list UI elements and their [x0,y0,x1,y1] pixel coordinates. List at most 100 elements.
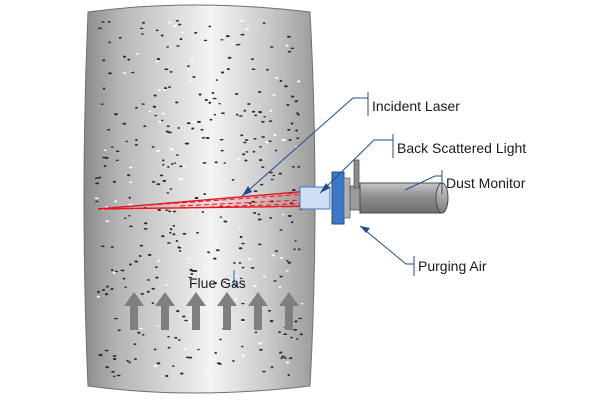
dust-particle [184,319,188,322]
dust-particle [285,44,289,47]
dust-particle [219,216,223,218]
dust-particle [203,193,206,196]
dust-particle [135,106,138,109]
dust-particle [294,240,297,242]
dust-particle [278,172,282,175]
dust-particle [274,250,278,253]
dust-particle [174,336,178,339]
dust-particle [241,354,245,357]
dust-particle [105,366,109,369]
dust-particle [214,161,218,164]
dust-particle [128,203,131,206]
dust-particle [286,103,290,107]
dust-particle [161,112,166,115]
dust-particle [102,59,106,62]
dust-particle [258,342,263,345]
dust-particle [125,140,128,143]
dust-particle [141,21,146,24]
dust-particle [252,150,256,153]
dust-particle [148,110,152,113]
dust-particle [271,254,275,257]
dust-particle [94,197,99,200]
dust-particle [187,69,191,72]
dust-particle [156,183,161,186]
dust-particle [126,359,129,362]
dust-particle [167,346,171,349]
dust-particle [272,174,276,177]
dust-particle [225,35,230,38]
purging-air-arrowhead [360,226,370,233]
dust-particle [98,27,102,30]
back-scattered-leader [319,139,393,194]
dust-particle [178,250,182,252]
dust-particle [162,179,167,182]
dust-particle [180,372,184,375]
dust-particle [209,118,213,121]
dust-particle [219,338,222,341]
purge-connector [349,185,361,211]
dust-particle [113,357,117,361]
dust-particle [245,151,249,153]
dust-particle [240,134,244,137]
dust-particle [114,113,119,116]
dust-particle [189,59,194,62]
dust-particle [258,243,262,246]
dust-particle [243,141,247,144]
dust-particle [146,290,150,293]
dust-particle [248,202,252,205]
dust-particle [179,177,184,180]
dust-particle [195,231,200,234]
dust-particles [94,19,304,378]
dust-particle [178,339,181,341]
dust-particle [152,105,157,108]
dust-particle [102,87,106,90]
dust-particle [275,77,278,79]
dust-particle [163,87,168,90]
dust-particle [235,92,239,96]
dust-particle [218,363,223,365]
dust-particle [283,357,288,359]
dust-particle [253,285,257,287]
dust-particle [159,174,164,177]
dust-particle [112,271,116,274]
dust-particle [108,41,111,44]
dust-particle [237,158,241,160]
dust-particle [98,353,103,357]
dust-particle [290,47,295,50]
dust-particle [253,212,257,214]
dust-particle [216,169,220,172]
dust-particle [258,111,262,114]
dust-particle [188,321,192,323]
dust-particle [294,320,298,323]
dust-particle [281,138,286,141]
dust-particle [290,336,293,339]
dust-particle [227,56,232,59]
dust-particle [110,246,114,248]
dust-particle [184,142,189,145]
dust-particle [272,94,277,96]
dust-particle [265,141,269,144]
dust-particle [293,328,298,331]
dust-particle [141,334,145,336]
dust-particle [203,39,208,42]
dust-particle [287,128,291,131]
dust-particle [254,114,258,117]
dust-monitor-leader [404,175,442,191]
dust-particle [226,68,230,71]
dust-particle [220,39,224,41]
dust-particle [120,269,125,272]
flow-arrows [124,292,299,330]
dust-particle [240,19,244,22]
dust-particle [106,285,109,288]
dust-particle [167,335,170,338]
dust-particle [104,293,109,296]
dust-particle [197,348,200,351]
dust-particle [165,130,170,133]
dust-particle [281,213,285,216]
dust-particle [192,76,196,78]
dust-particle [139,244,144,247]
dust-particle [251,68,256,71]
dust-particle [268,140,272,142]
dust-particle [147,253,152,256]
